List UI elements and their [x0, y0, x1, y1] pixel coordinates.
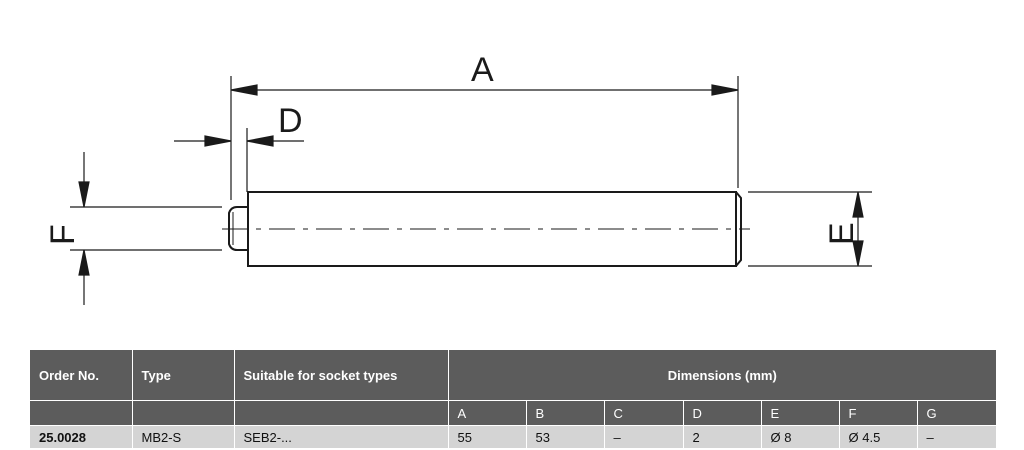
dimension-a: [230, 76, 739, 200]
subheader-dim: B: [526, 400, 605, 426]
label-d: D: [278, 102, 303, 140]
label-e: E: [823, 222, 861, 245]
subheader-dim: G: [917, 400, 997, 426]
dimension-e: [748, 191, 872, 267]
cell-dim: Ø 4.5: [839, 425, 918, 449]
subheader-dim: C: [604, 400, 684, 426]
subheader-empty: [30, 400, 133, 426]
cell-dim: 53: [526, 425, 605, 449]
cell-order-no: 25.0028: [30, 425, 133, 449]
cell-dim: 55: [448, 425, 527, 449]
cell-dim: 2: [683, 425, 762, 449]
specification-table: Order No. Type Suitable for socket types…: [30, 350, 997, 449]
header-order-no: Order No.: [30, 350, 133, 401]
header-type: Type: [132, 350, 235, 401]
header-dimensions: Dimensions (mm): [448, 350, 997, 401]
subheader-dim: A: [448, 400, 527, 426]
cell-dim: –: [917, 425, 997, 449]
table-header-row: Order No. Type Suitable for socket types…: [30, 350, 997, 401]
label-a: A: [471, 51, 494, 89]
cell-dim: –: [604, 425, 684, 449]
technical-drawing: A D F E: [44, 51, 872, 305]
cell-type: MB2-S: [132, 425, 235, 449]
subheader-dim: E: [761, 400, 840, 426]
subheader-dim: D: [683, 400, 762, 426]
cell-suitable: SEB2-...: [234, 425, 449, 449]
header-suitable: Suitable for socket types: [234, 350, 449, 401]
table-row: 25.0028 MB2-S SEB2-... 55 53 – 2 Ø 8 Ø 4…: [30, 425, 997, 449]
subheader-empty: [234, 400, 449, 426]
dimension-f: [70, 152, 222, 305]
subheader-dim: F: [839, 400, 918, 426]
dimension-d: [174, 128, 304, 192]
cell-dim: Ø 8: [761, 425, 840, 449]
subheader-empty: [132, 400, 235, 426]
label-f: F: [44, 224, 82, 245]
table-subheader-row: A B C D E F G: [30, 400, 997, 426]
